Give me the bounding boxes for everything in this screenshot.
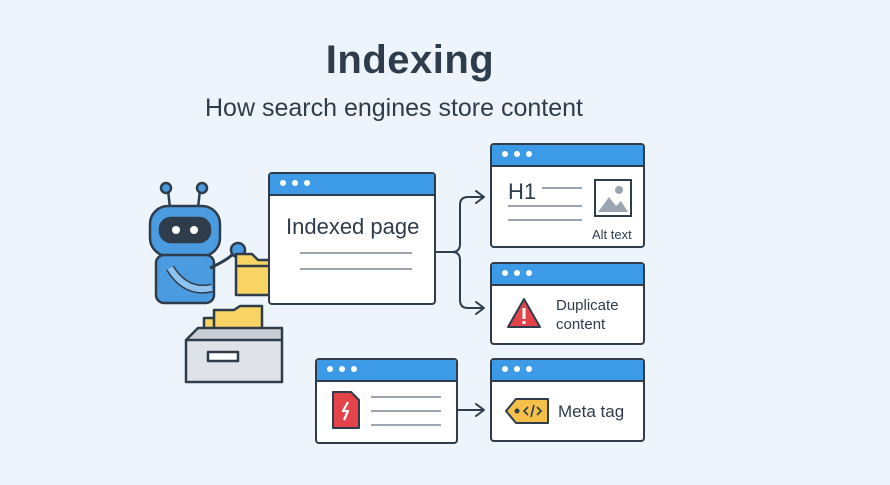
meta-tag-window: Meta tag <box>490 358 645 442</box>
page-title: Indexing <box>325 38 495 82</box>
window-titlebar <box>317 360 456 382</box>
warning-icon <box>507 298 541 328</box>
alt-text-caption: Alt text <box>592 227 632 242</box>
indexed-page-window: Indexed page <box>268 172 436 305</box>
h1-heading: H1 <box>508 179 537 204</box>
code-tag-icon <box>505 398 549 424</box>
page-subtitle: How search engines store content <box>205 94 583 122</box>
duplicate-content-label: Duplicate content <box>556 297 619 333</box>
window-titlebar <box>492 264 643 286</box>
indexed-page-label: Indexed page <box>286 214 420 239</box>
pdf-file-icon <box>332 391 360 429</box>
duplicate-content-window: Duplicate content <box>490 262 645 345</box>
window-titlebar <box>270 174 434 196</box>
window-titlebar <box>492 360 643 382</box>
window-titlebar <box>492 145 643 167</box>
file-window <box>315 358 458 444</box>
h1-window: H1 Alt text <box>490 143 645 248</box>
image-icon <box>594 179 632 217</box>
meta-tag-label: Meta tag <box>558 402 625 421</box>
